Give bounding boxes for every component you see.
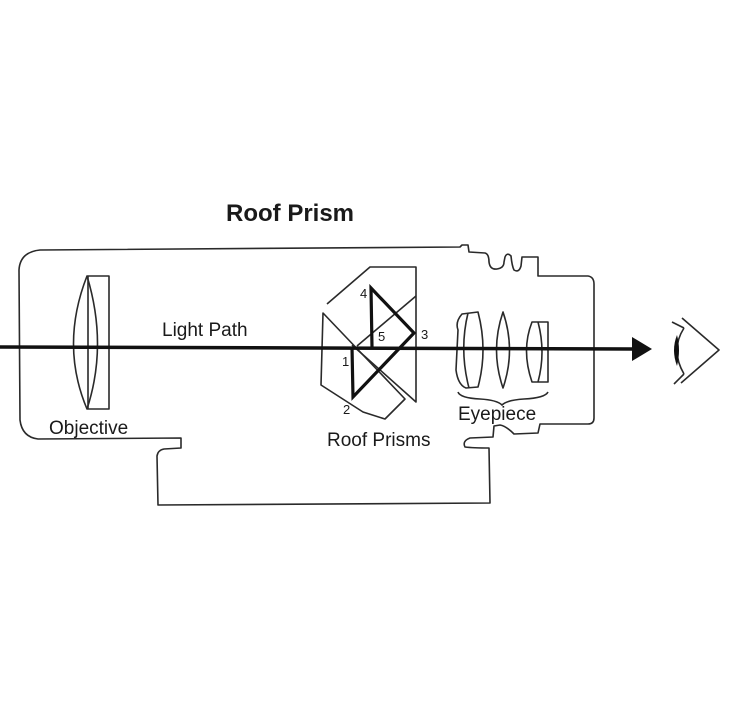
roof-prisms-label: Roof Prisms <box>327 430 430 451</box>
roof-edge-line <box>356 295 417 347</box>
eyepiece-element-1-inner <box>462 312 470 389</box>
eye-icon <box>671 317 720 385</box>
light-path-label: Light Path <box>162 320 248 341</box>
eyepiece-element-2 <box>495 311 511 389</box>
binocular-housing <box>18 244 595 506</box>
roof-prism-lower <box>320 312 406 420</box>
reflection-point-1: 1 <box>342 354 349 369</box>
eyepiece-label: Eyepiece <box>458 404 536 425</box>
roof-prism-upper <box>326 266 417 403</box>
eyepiece-lenses <box>455 311 549 406</box>
roof-prisms <box>320 266 417 420</box>
reflection-point-2: 2 <box>343 402 350 417</box>
eyepiece-element-3 <box>525 321 549 383</box>
reflection-point-3: 3 <box>421 327 428 342</box>
objective-lens <box>72 275 110 410</box>
reflection-point-4: 4 <box>360 286 367 301</box>
eyepiece-element-1 <box>455 311 484 389</box>
light-path-ray <box>0 345 634 351</box>
objective-convex-element <box>72 275 99 410</box>
reflection-point-5: 5 <box>378 329 385 344</box>
arrow-head-icon <box>632 337 652 361</box>
eyepiece-brace <box>457 391 549 406</box>
objective-flat-element <box>87 275 110 410</box>
objective-label: Objective <box>49 418 128 439</box>
eyepiece-element-3-inner <box>537 321 543 383</box>
diagram-title: Roof Prism <box>226 200 354 227</box>
internal-light-path <box>350 283 417 401</box>
